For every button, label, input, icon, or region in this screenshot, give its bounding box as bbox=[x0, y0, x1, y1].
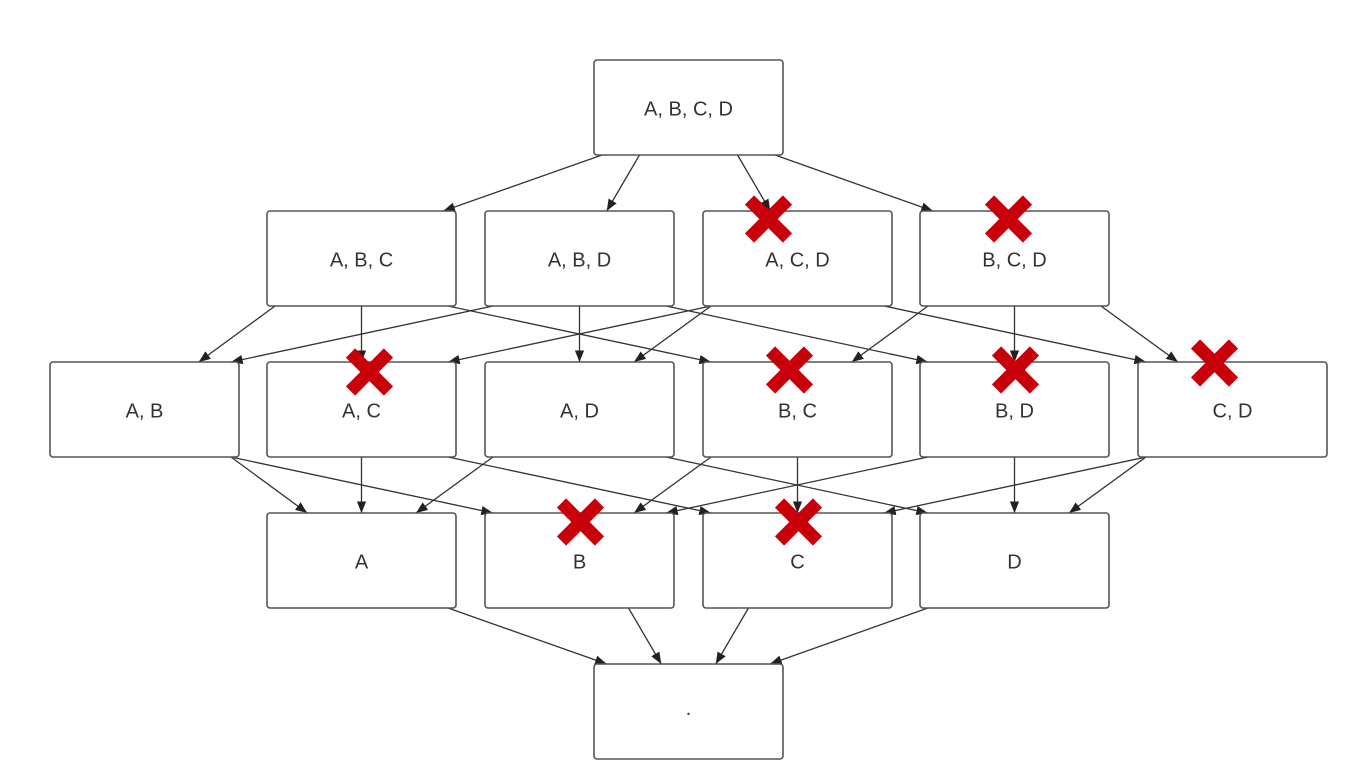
edge-b-to-empty bbox=[627, 607, 662, 665]
node-empty[interactable]: · bbox=[593, 663, 784, 760]
node-box bbox=[49, 361, 240, 458]
edge-cd-to-c bbox=[883, 456, 1147, 516]
edge-d-to-empty bbox=[769, 607, 929, 665]
node-label: B bbox=[573, 552, 586, 574]
node-label: A, D bbox=[560, 401, 599, 423]
edge-abcd-to-abd bbox=[606, 154, 641, 212]
node-label: B, D bbox=[995, 401, 1034, 423]
node-b[interactable]: B bbox=[484, 512, 675, 609]
edge-cd-to-d bbox=[1068, 456, 1147, 514]
node-acd[interactable]: A, C, D bbox=[702, 210, 893, 307]
node-label: C, D bbox=[1213, 401, 1253, 423]
edge-abcd-to-bcd bbox=[774, 154, 934, 212]
edge-abd-to-ab bbox=[230, 305, 494, 365]
node-bcd[interactable]: B, C, D bbox=[919, 210, 1110, 307]
node-box bbox=[593, 663, 784, 760]
pruned-x-icon bbox=[556, 498, 605, 546]
node-label: A, B, D bbox=[548, 250, 611, 272]
edge-abcd-to-acd bbox=[736, 154, 771, 212]
node-d[interactable]: D bbox=[919, 512, 1110, 609]
node-abcd[interactable]: A, B, C, D bbox=[593, 59, 784, 156]
pruned-x-icon bbox=[345, 348, 394, 396]
node-label: A, C, D bbox=[765, 250, 829, 272]
edge-bcd-to-cd bbox=[1100, 305, 1179, 363]
pruned-x-icon bbox=[765, 346, 814, 394]
node-label: C bbox=[790, 552, 804, 574]
edge-a-to-empty bbox=[447, 607, 607, 665]
node-box bbox=[484, 361, 675, 458]
nodes-layer: A, B, C, D A, B, C A, B, D A, C, D B, C, D A,… bbox=[49, 59, 1328, 760]
node-label: D bbox=[1007, 552, 1021, 574]
edges-layer bbox=[198, 154, 1179, 665]
node-ab[interactable]: A, B bbox=[49, 361, 240, 458]
node-bd[interactable]: B, D bbox=[919, 361, 1110, 458]
node-abd[interactable]: A, B, D bbox=[484, 210, 675, 307]
edge-bcd-to-bc bbox=[851, 305, 929, 363]
edge-ab-to-a bbox=[230, 456, 308, 514]
node-label: B, C bbox=[778, 401, 817, 423]
node-box bbox=[593, 59, 784, 156]
node-label: · bbox=[685, 703, 692, 725]
node-box bbox=[266, 210, 457, 307]
edge-bd-to-b bbox=[665, 456, 929, 516]
node-box bbox=[266, 512, 457, 609]
node-label: B, C, D bbox=[982, 250, 1046, 272]
edge-ad-to-a bbox=[415, 456, 494, 514]
node-label: A, B bbox=[126, 401, 164, 423]
node-ad[interactable]: A, D bbox=[484, 361, 675, 458]
edge-acd-to-ac bbox=[447, 305, 712, 365]
pruned-x-icon bbox=[1190, 339, 1239, 387]
node-box bbox=[1137, 361, 1328, 458]
node-label: A, B, C, D bbox=[644, 99, 733, 121]
node-ac[interactable]: A, C bbox=[266, 361, 457, 458]
edge-abc-to-ab bbox=[198, 305, 276, 363]
node-box bbox=[484, 210, 675, 307]
node-a[interactable]: A bbox=[266, 512, 457, 609]
node-label: A bbox=[355, 552, 369, 574]
node-label: A, C bbox=[342, 401, 381, 423]
pruned-x-icon bbox=[991, 346, 1040, 394]
pruned-x-icon bbox=[984, 195, 1033, 243]
pruned-marks-layer bbox=[345, 195, 1239, 546]
node-abc[interactable]: A, B, C bbox=[266, 210, 457, 307]
pruned-x-icon bbox=[744, 195, 793, 243]
edge-acd-to-ad bbox=[633, 305, 712, 363]
edge-abcd-to-abc bbox=[443, 154, 603, 212]
node-label: A, B, C bbox=[330, 250, 393, 272]
pruned-x-icon bbox=[774, 498, 823, 546]
node-cd[interactable]: C, D bbox=[1137, 361, 1328, 458]
edge-c-to-empty bbox=[715, 607, 750, 665]
node-box bbox=[919, 512, 1110, 609]
edge-abd-to-bd bbox=[665, 305, 929, 365]
edge-ac-to-c bbox=[447, 456, 712, 516]
edge-bc-to-b bbox=[633, 456, 712, 514]
